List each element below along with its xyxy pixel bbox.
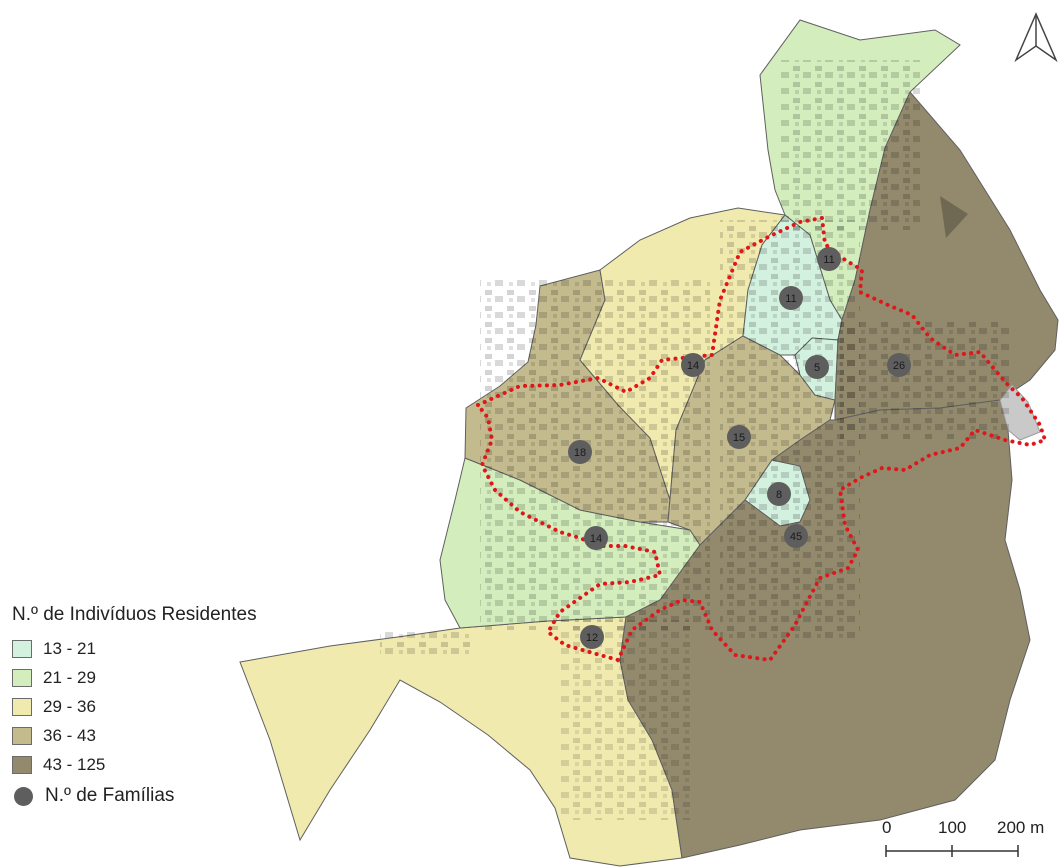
svg-text:14: 14 — [590, 533, 602, 545]
legend-swatch — [12, 697, 32, 716]
family-marker: 18 — [568, 440, 592, 464]
scale-label-0: 0 — [882, 818, 892, 837]
svg-text:5: 5 — [814, 362, 820, 374]
family-marker: 5 — [805, 355, 829, 379]
family-marker: 26 — [887, 353, 911, 377]
map-legend: N.º de Indivíduos Residentes 13 - 21 21 … — [12, 604, 257, 807]
legend-class-2: 21 - 29 — [12, 663, 257, 692]
legend-swatch — [12, 668, 32, 687]
family-marker: 11 — [779, 286, 803, 310]
family-marker: 12 — [580, 625, 604, 649]
scale-bar: 0 100 200 m — [880, 818, 1050, 863]
legend-swatch — [12, 726, 32, 745]
svg-text:15: 15 — [733, 432, 745, 444]
svg-text:14: 14 — [687, 360, 699, 372]
family-marker: 15 — [727, 425, 751, 449]
svg-text:12: 12 — [586, 632, 598, 644]
svg-text:11: 11 — [823, 254, 834, 266]
family-count-markers: 11 11 5 26 14 15 18 8 45 14 12 — [568, 247, 911, 649]
scale-label-200: 200 m — [997, 818, 1045, 837]
legend-families: N.º de Famílias — [12, 785, 257, 807]
svg-text:11: 11 — [785, 293, 796, 305]
legend-title: N.º de Indivíduos Residentes — [12, 604, 257, 625]
svg-text:26: 26 — [893, 360, 905, 372]
legend-class-1: 13 - 21 — [12, 634, 257, 663]
svg-text:45: 45 — [790, 531, 802, 543]
legend-class-label: 29 - 36 — [43, 696, 96, 716]
scale-bar-line — [885, 845, 1019, 857]
family-dot-icon — [14, 786, 33, 806]
legend-class-4: 36 - 43 — [12, 721, 257, 750]
legend-swatch — [12, 639, 32, 658]
family-marker: 14 — [681, 353, 705, 377]
study-area-outline — [474, 215, 1048, 663]
legend-families-label: N.º de Famílias — [45, 785, 175, 806]
legend-swatch — [12, 755, 32, 774]
legend-class-5: 43 - 125 — [12, 750, 257, 779]
family-marker: 11 — [817, 247, 841, 271]
legend-class-label: 43 - 125 — [43, 754, 106, 774]
triangle-marker — [940, 196, 968, 238]
family-marker: 8 — [767, 482, 791, 506]
svg-text:8: 8 — [776, 489, 782, 501]
legend-class-label: 36 - 43 — [43, 725, 96, 745]
family-marker: 45 — [784, 524, 808, 548]
legend-class-label: 13 - 21 — [43, 638, 96, 658]
north-arrow-icon — [1014, 12, 1058, 63]
scale-label-100: 100 — [938, 818, 967, 837]
legend-class-3: 29 - 36 — [12, 692, 257, 721]
svg-text:18: 18 — [574, 447, 586, 459]
legend-class-label: 21 - 29 — [43, 667, 96, 687]
family-marker: 14 — [584, 526, 608, 550]
